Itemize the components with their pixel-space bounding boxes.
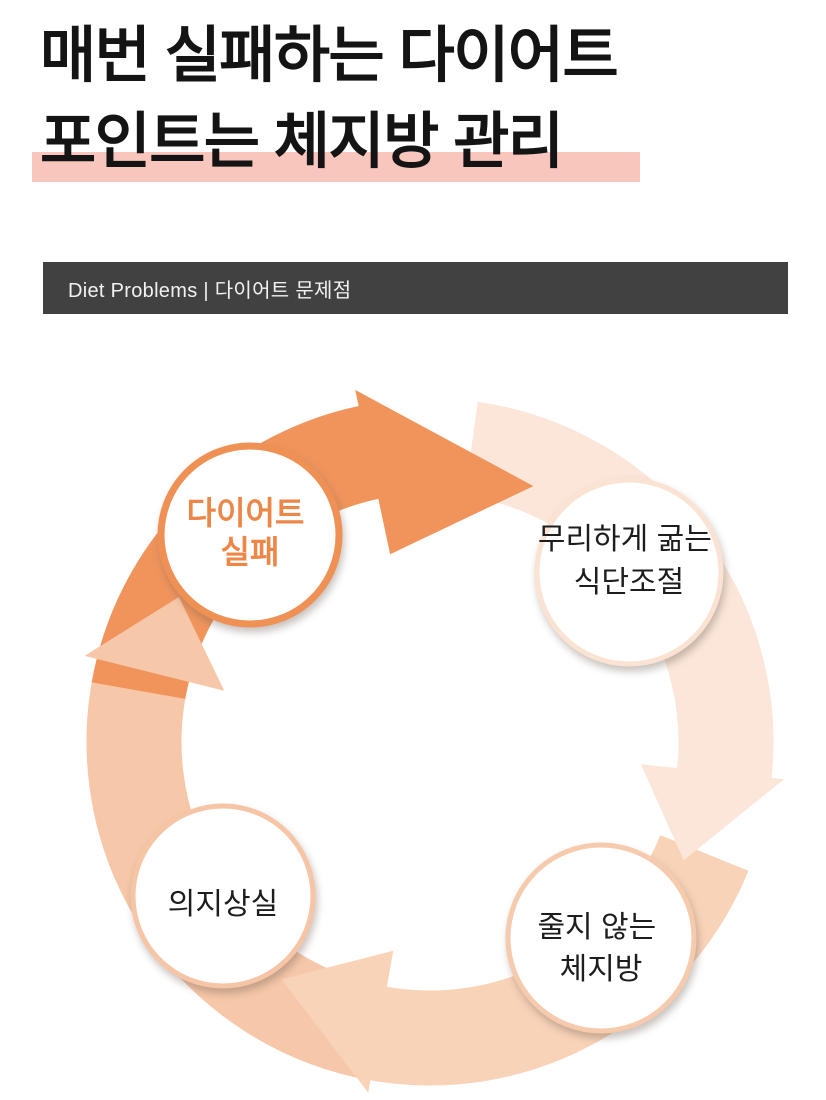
arrow-head-bodyfat-to-loss bbox=[281, 950, 394, 1093]
step-circle-diet-failure bbox=[157, 442, 343, 628]
page-title: 매번 실패하는 다이어트 포인트는 체지방 관리 bbox=[40, 12, 800, 184]
arrow-head-loss-to-failure bbox=[84, 597, 225, 691]
step-circle-loss-of-will bbox=[130, 803, 316, 989]
step-label-diet-failure: 다이어트 실패 bbox=[187, 495, 314, 570]
title-line-2: 포인트는 체지방 관리 bbox=[40, 107, 564, 175]
arrow-head-fasting-to-bodyfat bbox=[640, 764, 784, 861]
step-label-excessive-fasting: 무리하게 굶는 식단조절 bbox=[538, 523, 720, 599]
title-highlight-bar bbox=[32, 152, 640, 182]
step-excessive-fasting: 무리하게 굶는 식단조절 bbox=[534, 477, 724, 667]
step-diet-failure: 다이어트 실패 bbox=[157, 442, 343, 628]
arrow-head-failure-to-fasting bbox=[355, 389, 534, 555]
cycle-arrow-heads bbox=[84, 389, 784, 1093]
section-bar-label: Diet Problems | 다이어트 문제점 bbox=[68, 279, 352, 302]
section-bar: Diet Problems | 다이어트 문제점 bbox=[43, 262, 788, 314]
step-circle-excessive-fasting bbox=[534, 477, 724, 667]
step-loss-of-will: 의지상실 bbox=[130, 803, 316, 989]
step-label-loss-of-will: 의지상실 bbox=[168, 888, 278, 921]
step-circle-unchanged-body-fat bbox=[505, 842, 697, 1034]
step-label-unchanged-body-fat: 줄지 않는 체지방 bbox=[537, 911, 664, 986]
step-unchanged-body-fat: 줄지 않는 체지방 bbox=[505, 842, 697, 1034]
title-line-1: 매번 실패하는 다이어트 bbox=[40, 21, 619, 89]
